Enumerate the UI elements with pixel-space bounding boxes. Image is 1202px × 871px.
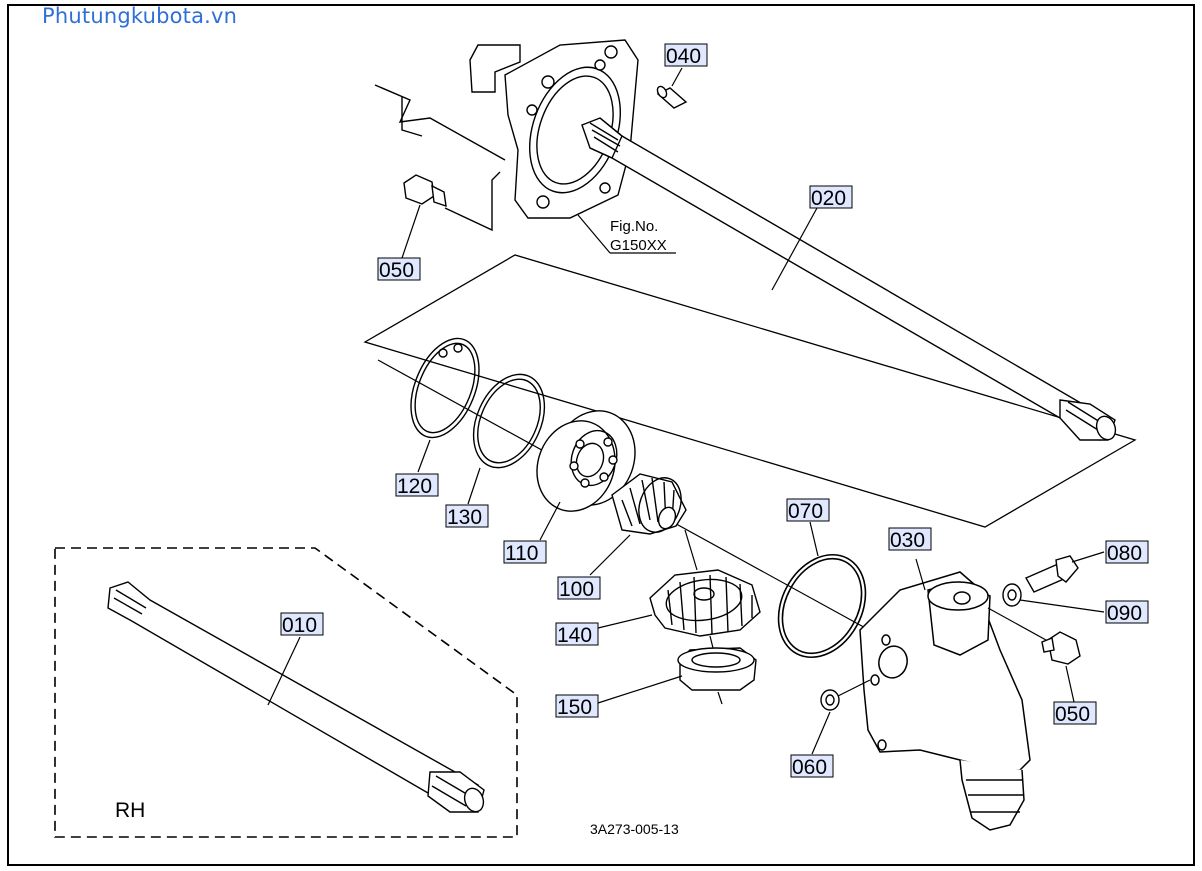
callout-060: 060 (790, 754, 834, 779)
exploded-plane (363, 254, 1137, 528)
plug-part-060 (820, 689, 840, 711)
figure-ref-line1: Fig.No. (610, 218, 658, 235)
svg-text:040: 040 (666, 45, 701, 68)
svg-text:010: 010 (282, 614, 317, 637)
rh-inset-frame (54, 547, 518, 838)
svg-text:030: 030 (890, 529, 925, 552)
callout-120: 120 (395, 473, 439, 498)
bearing-part (536, 410, 636, 512)
callout-140: 140 (555, 622, 599, 647)
shaft-part-rh (107, 581, 485, 813)
washer-part-090 (1002, 583, 1022, 607)
svg-text:100: 100 (559, 578, 594, 601)
svg-text:140: 140 (557, 624, 592, 647)
callout-130: 130 (445, 504, 489, 529)
ring-part (472, 373, 546, 469)
svg-text:110: 110 (505, 542, 538, 565)
pin-part (656, 85, 688, 109)
svg-text:080: 080 (1107, 542, 1142, 565)
diagram-frame (7, 4, 1195, 866)
snap-ring-part (410, 337, 480, 439)
drawing-code: 3A273-005-13 (590, 821, 679, 837)
watermark-text: Phutungkubota.vn (42, 4, 238, 28)
callout-150: 150 (555, 694, 599, 719)
svg-text:130: 130 (447, 506, 482, 529)
bolt-part-080 (1025, 555, 1079, 593)
svg-text:150: 150 (557, 696, 592, 719)
svg-text:060: 060 (792, 756, 827, 779)
callout-050-lower: 050 (1053, 701, 1097, 726)
figure-ref-line2: G150XX (610, 237, 667, 254)
callout-020: 020 (809, 185, 853, 210)
callout-080: 080 (1105, 540, 1149, 565)
rh-side-label: RH (115, 799, 145, 822)
svg-text:120: 120 (397, 475, 432, 498)
svg-text:050: 050 (1055, 703, 1090, 726)
svg-text:090: 090 (1107, 602, 1142, 625)
bearing-lower-part (677, 647, 757, 691)
callout-030: 030 (888, 527, 932, 552)
callout-050-upper: 050 (377, 257, 421, 282)
callout-110: 110 (503, 540, 547, 565)
callout-040: 040 (664, 43, 708, 68)
steering-housing-part (859, 571, 1031, 831)
bevel-gear-large-part (649, 569, 761, 637)
shaft-part-upper (581, 117, 1117, 441)
svg-text:050: 050 (379, 259, 414, 282)
o-ring-part (777, 553, 867, 659)
callout-070: 070 (786, 498, 830, 523)
callout-010: 010 (280, 612, 324, 637)
callout-100: 100 (557, 576, 601, 601)
svg-text:020: 020 (811, 187, 846, 210)
svg-text:070: 070 (788, 500, 823, 523)
bolt-part-upper (403, 174, 447, 208)
bevel-gear-small-part (611, 473, 687, 535)
callout-090: 090 (1105, 600, 1149, 625)
bolt-part-lower (1041, 631, 1081, 665)
